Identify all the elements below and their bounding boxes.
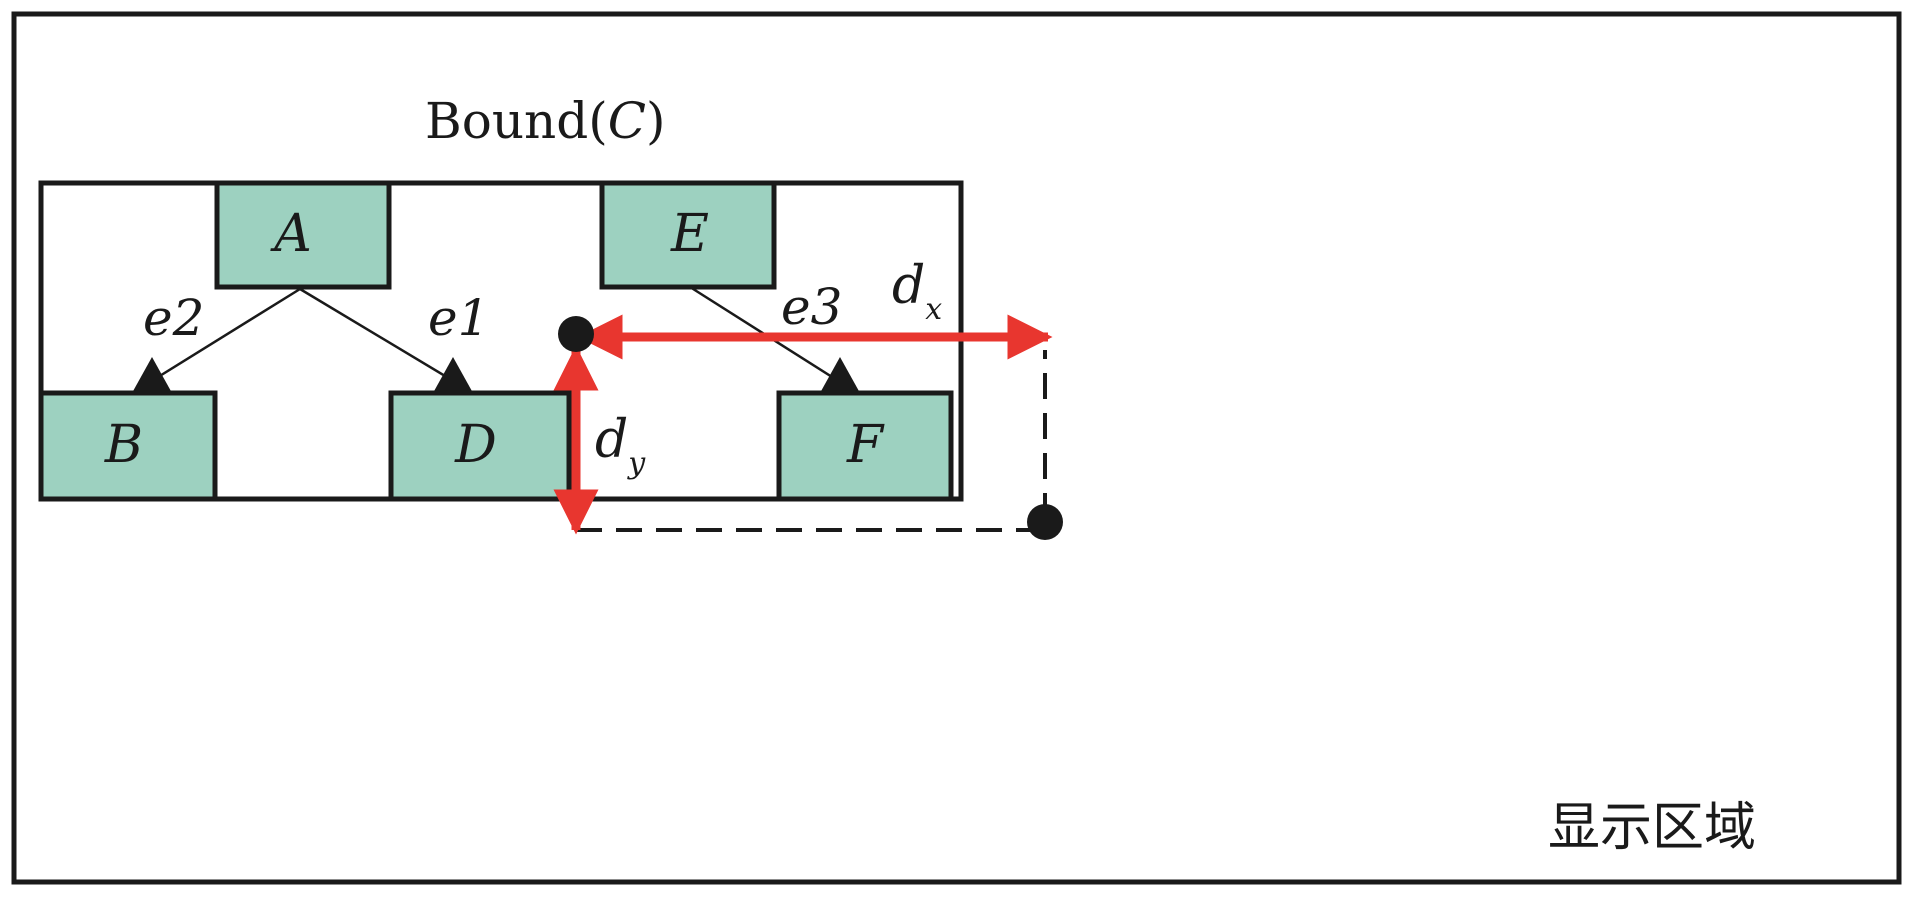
node-B-label: B [104,415,143,475]
edge-e3-arrowhead [820,357,860,393]
node-D: D [388,390,572,502]
bound-label: Bound(C) [425,92,666,150]
node-F-label: F [846,415,885,475]
origin-point [558,316,594,352]
edge-e1-label: e1 [428,289,489,347]
dx-label: dx [892,256,942,327]
display-area-frame [11,11,1902,885]
node-A: A [214,180,392,290]
target-point [1027,504,1063,540]
node-E-label: E [670,204,709,264]
edge-e3-label: e3 [781,278,842,336]
node-D-label: D [454,415,497,475]
edge-e2-arrowhead [132,357,172,393]
dy-label: dy [595,410,646,481]
display-area-label: 显示区域 [1548,798,1756,858]
bound-label-prefix: Bound( [425,92,608,150]
dy-label-main: d [595,410,628,470]
edge-e1-line [299,287,456,384]
edge-e1-arrowhead [433,357,473,393]
dx-label-sub: x [925,292,942,327]
bound-label-var: C [608,92,646,150]
node-F: F [776,390,954,502]
bound-label-suffix: ) [646,92,666,150]
node-A-label: A [270,204,312,264]
node-B: B [38,390,218,502]
edge-e2-line [149,287,301,384]
node-E: E [599,180,777,290]
edge-e2-label: e2 [143,289,204,347]
dy-label-sub: y [626,446,646,481]
dx-label-main: d [892,256,925,316]
